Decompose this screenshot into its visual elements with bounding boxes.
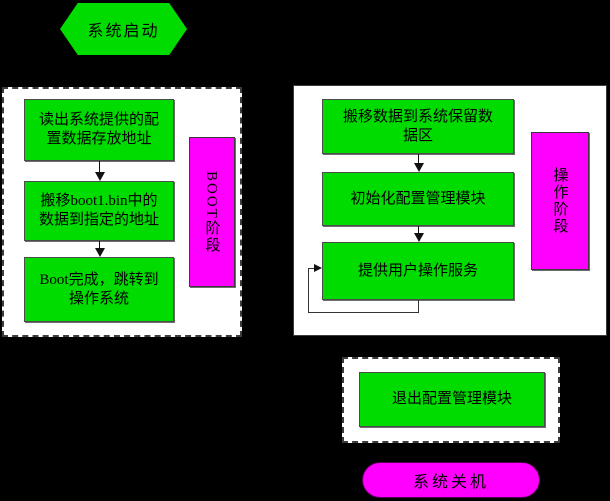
end-terminator-label: 系统关机 <box>412 474 489 491</box>
arrow-down-icon <box>95 248 105 257</box>
arrow-down-icon <box>414 233 424 242</box>
flow-step-label: 搬移数据到系统保留数 据区 <box>342 108 493 144</box>
flow-step-move-data-reserved: 搬移数据到系统保留数 据区 <box>322 99 514 154</box>
loop-connector-line <box>308 312 419 313</box>
loop-connector-line <box>418 300 419 312</box>
start-terminator: 系统启动 <box>60 3 187 55</box>
flow-step-label: 初始化配置管理模块 <box>350 190 486 207</box>
connector-line <box>418 154 419 164</box>
loop-connector-line <box>308 268 315 269</box>
operation-phase-panel: 搬移数据到系统保留数 据区 初始化配置管理模块 提供用户操作服务 操作阶段 <box>293 85 607 336</box>
phase-label-text: BOOT阶段 <box>203 170 220 254</box>
arrow-right-icon <box>314 264 322 272</box>
end-terminator: 系统关机 <box>362 462 540 498</box>
flow-step-label: 读出系统提供的配 置数据存放地址 <box>38 112 159 147</box>
flow-step-read-config-address: 读出系统提供的配 置数据存放地址 <box>24 99 174 161</box>
flow-step-exit-config-module: 退出配置管理模块 <box>359 372 545 427</box>
flow-step-label: 搬移boot1.bin中的 数据到指定的地址 <box>38 193 159 228</box>
phase-label-boot: BOOT阶段 <box>189 137 235 287</box>
phase-label-text: 操作阶段 <box>551 167 568 235</box>
flow-step-user-services: 提供用户操作服务 <box>322 242 514 300</box>
connector-line <box>99 161 100 173</box>
flow-step-move-boot1-data: 搬移boot1.bin中的 数据到指定的地址 <box>24 181 174 241</box>
flow-step-label: 退出配置管理模块 <box>391 391 512 407</box>
flow-step-label: Boot完成，跳转到 操作系统 <box>39 271 159 307</box>
phase-label-operation: 操作阶段 <box>531 132 589 270</box>
exit-panel: 退出配置管理模块 <box>342 357 560 443</box>
arrow-down-icon <box>95 172 105 181</box>
flow-step-label: 提供用户操作服务 <box>357 262 478 279</box>
arrow-down-icon <box>414 163 424 172</box>
connector-line <box>99 241 100 249</box>
connector-line <box>418 226 419 234</box>
boot-phase-panel: 读出系统提供的配 置数据存放地址 搬移boot1.bin中的 数据到指定的地址 … <box>2 87 242 337</box>
flow-step-boot-complete: Boot完成，跳转到 操作系统 <box>24 257 174 322</box>
loop-connector-line <box>308 268 309 312</box>
flow-step-init-config-module: 初始化配置管理模块 <box>322 172 514 226</box>
start-terminator-label: 系统启动 <box>87 23 160 40</box>
